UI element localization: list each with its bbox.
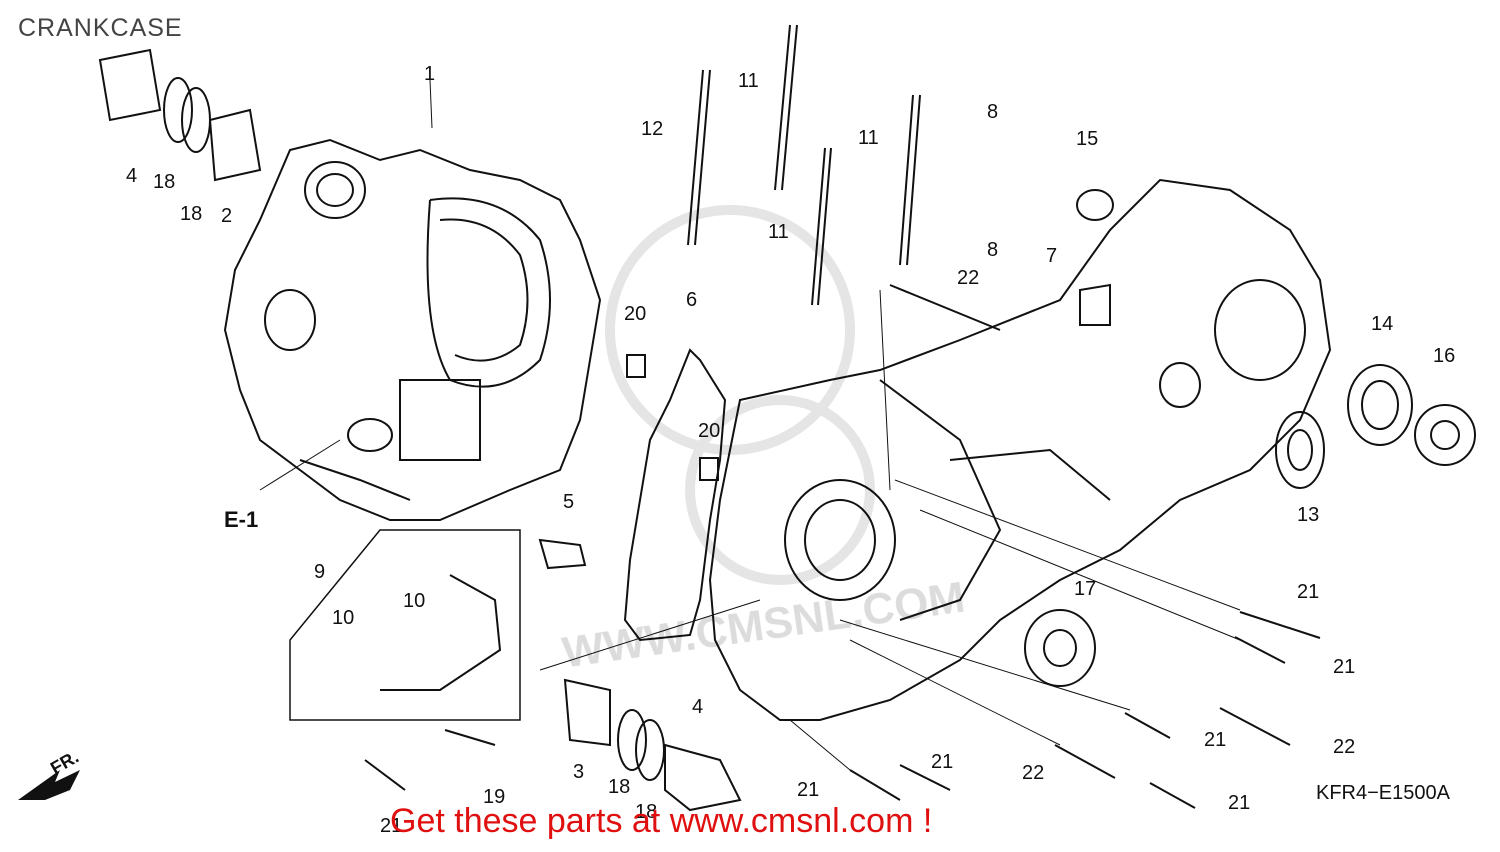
callout-9: 9 [314, 561, 325, 583]
bolts [364, 284, 1321, 809]
callout-6: 6 [686, 289, 697, 311]
callout-3: 3 [573, 761, 584, 783]
right-crankcase [708, 178, 1332, 721]
callout-23: 22 [957, 267, 979, 289]
callout-22: 21 [1297, 581, 1319, 603]
callout-18: 18 [153, 171, 175, 193]
callout-labels: 1 2 3 4 4 5 6 7 8 8 9 10 10 11 11 11 12 … [126, 63, 1455, 837]
callout-17: 17 [1074, 578, 1096, 600]
callout-21: 21 [797, 779, 819, 801]
left-crankcase [223, 138, 602, 521]
callout-12: 12 [641, 118, 663, 140]
leader-lines [259, 79, 1241, 771]
front-arrow: FR. [18, 747, 82, 800]
callout-21: 21 [380, 815, 402, 837]
callout-21: 21 [1228, 792, 1250, 814]
callout-11: 11 [738, 70, 759, 92]
callout-8: 8 [987, 101, 998, 123]
bottom-collars [563, 678, 742, 812]
callout-13: 13 [1297, 504, 1319, 526]
callout-10: 10 [403, 590, 425, 612]
callout-19: 19 [483, 786, 505, 808]
page-title: CRANKCASE [18, 14, 183, 42]
callout-5: 5 [563, 491, 574, 513]
parts [98, 24, 1476, 812]
callout-10: 10 [332, 607, 354, 629]
diagram-code: KFR4−E1500A [1316, 782, 1450, 804]
clip [538, 538, 587, 570]
callout-20: 20 [624, 303, 646, 325]
section-ref-label: E-1 [224, 507, 258, 532]
callout-21: 21 [931, 751, 953, 773]
callout-7: 7 [1046, 245, 1057, 267]
dowel-pin [699, 457, 719, 481]
callout-16: 16 [1433, 345, 1455, 367]
watermark-text: WWW.CMSNL.COM [559, 573, 968, 678]
callout-22: 22 [1333, 736, 1355, 758]
oil-pipe [380, 574, 502, 691]
dowel-pin [626, 354, 646, 378]
callout-18: 18 [608, 776, 630, 798]
bearings [1024, 189, 1476, 687]
callout-18: 18 [180, 203, 202, 225]
gasket [623, 348, 727, 642]
studs [687, 24, 921, 306]
watermark: WWW.CMSNL.COM [559, 205, 968, 678]
promo-link[interactable]: Get these parts at www.cmsnl.com ! [390, 802, 933, 840]
callout-15: 15 [1076, 128, 1098, 150]
callout-20: 20 [698, 420, 720, 442]
callout-4: 4 [692, 696, 703, 718]
callout-14: 14 [1371, 313, 1393, 335]
callout-21: 21 [1204, 729, 1226, 751]
callout-21: 21 [1333, 656, 1355, 678]
callout-22: 22 [1022, 762, 1044, 784]
callout-11: 11 [768, 221, 789, 243]
callout-4: 4 [126, 165, 137, 187]
callout-8: 8 [987, 239, 998, 261]
callout-18: 18 [635, 801, 657, 823]
callout-1: 1 [424, 63, 435, 85]
collar-parts [98, 48, 262, 182]
callout-2: 2 [221, 205, 232, 227]
callout-11: 11 [858, 127, 879, 149]
